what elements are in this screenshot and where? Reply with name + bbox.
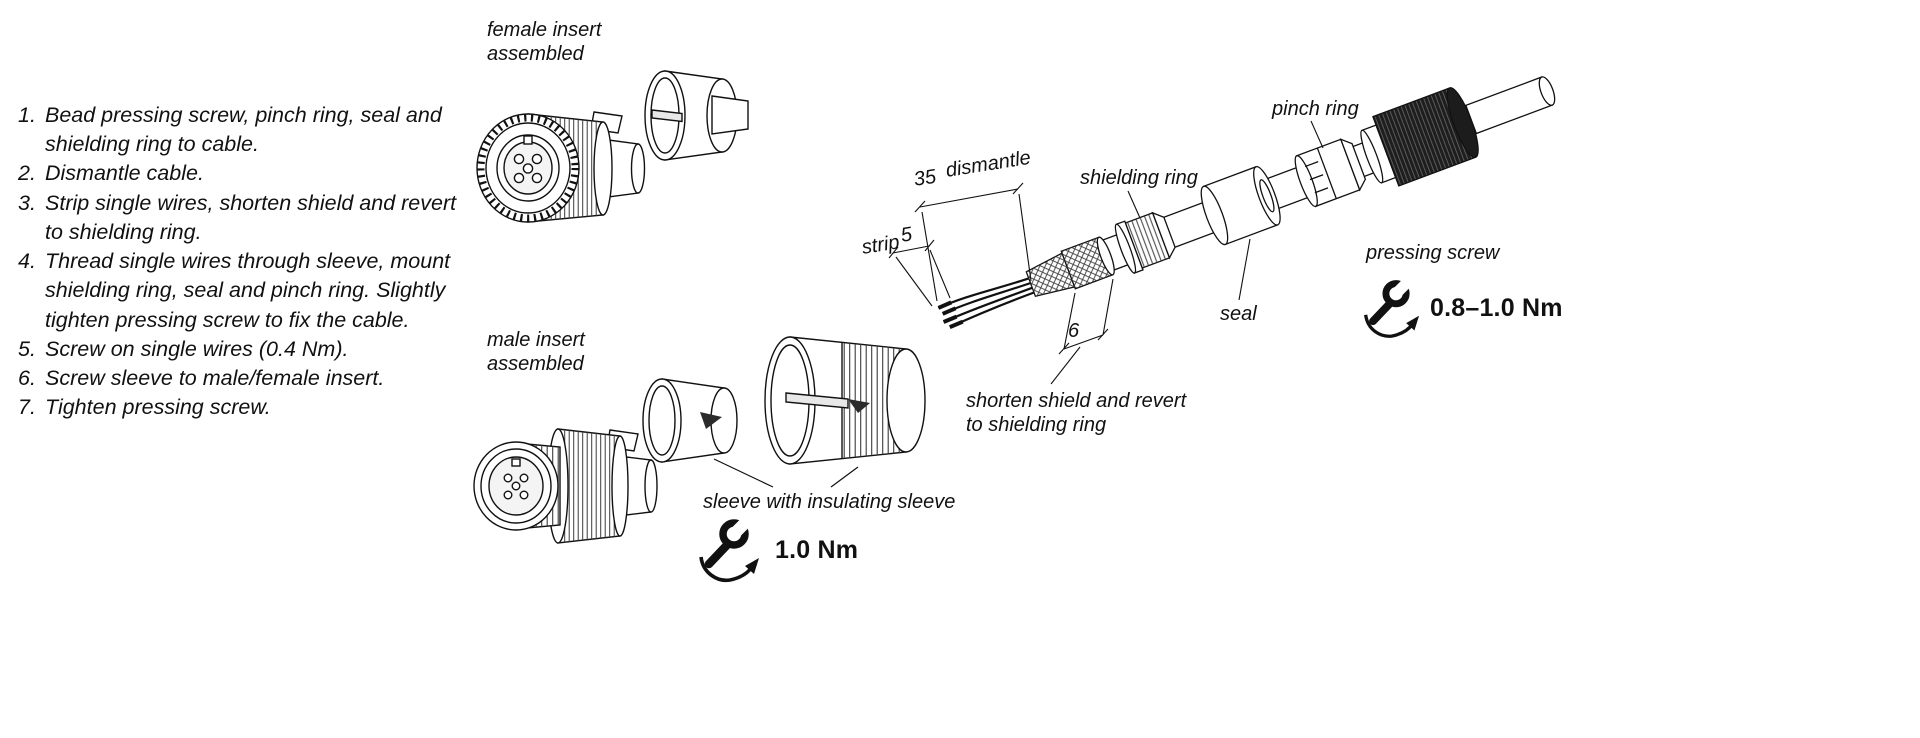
label-leader-lines — [1127, 120, 1324, 301]
step-number: 7. — [18, 395, 36, 420]
label-sleeve: sleeve with insulating sleeve — [703, 491, 956, 513]
label-dismantle-value: 35 — [912, 165, 938, 191]
shielding-ring-drawing — [1114, 211, 1176, 274]
cap-sleeve-drawing — [644, 70, 749, 161]
instruction-step: 4. Thread single wires through sleeve, m… — [18, 247, 462, 335]
seal-drawing — [1200, 165, 1281, 246]
small-sleeve-drawing — [642, 378, 738, 463]
step-number: 4. — [18, 249, 36, 274]
step-text: Screw sleeve to male/female insert. — [45, 366, 385, 391]
instruction-step: 1. Bead pressing screw, pinch ring, seal… — [18, 101, 462, 159]
step-text: Screw on single wires (0.4 Nm). — [45, 336, 349, 361]
female-insert-drawing — [476, 111, 646, 223]
sleeve-leader-lines — [713, 458, 859, 488]
label-seal: seal — [1220, 303, 1257, 325]
label-shielding-ring: shielding ring — [1080, 167, 1198, 189]
cable-assembly-drawing — [937, 76, 1556, 329]
male-insert-drawing — [473, 428, 658, 544]
torque-value-pressing: 0.8–1.0 Nm — [1430, 294, 1563, 322]
step-number: 6. — [18, 366, 36, 391]
large-sleeve-drawing — [764, 336, 926, 465]
label-shield-value: 6 — [1068, 320, 1080, 342]
pinch-ring-drawing — [1294, 138, 1367, 208]
step-text: Dismantle cable. — [45, 161, 204, 186]
step-number: 1. — [18, 103, 36, 127]
instruction-step: 2. Dismantle cable. — [18, 159, 462, 188]
step-text: Thread single wires through sleeve, moun… — [45, 249, 451, 332]
torque-value-sleeve: 1.0 Nm — [775, 536, 859, 564]
label-pinch-ring: pinch ring — [1272, 98, 1359, 120]
step-number: 3. — [18, 190, 36, 215]
dimension-strip — [888, 239, 951, 307]
step-text: Strip single wires, shorten shield and r… — [45, 190, 457, 244]
step-text: Tighten pressing screw. — [45, 395, 271, 420]
wire-tips — [937, 300, 964, 329]
label-female-insert: female insert assembled — [487, 19, 602, 66]
stripped-wires — [937, 277, 1036, 329]
instruction-step: 7. Tighten pressing screw. — [18, 393, 462, 422]
instruction-step: 3. Strip single wires, shorten shield an… — [18, 189, 462, 247]
instruction-step: 6. Screw sleeve to male/female insert. — [18, 364, 462, 393]
torque-wrench-icon-pressing — [1366, 278, 1419, 336]
instruction-step: 5. Screw on single wires (0.4 Nm). — [18, 335, 462, 364]
dimension-shield — [1050, 278, 1114, 385]
label-pressing-screw: pressing screw — [1366, 242, 1500, 264]
torque-wrench-icon-sleeve — [701, 517, 759, 580]
cap-slot — [711, 95, 749, 135]
dimension-dismantle — [914, 182, 1032, 302]
pressing-screw-drawing — [1360, 87, 1479, 187]
label-male-insert: male insert assembled — [487, 329, 585, 376]
step-text: Bead pressing screw, pinch ring, seal an… — [45, 103, 442, 157]
label-shorten-shield: shorten shield and revert to shielding r… — [966, 390, 1187, 437]
step-number: 5. — [18, 336, 36, 361]
instruction-list: 1. Bead pressing screw, pinch ring, seal… — [18, 101, 462, 423]
step-number: 2. — [18, 161, 36, 186]
cable-tail-drawing — [1465, 76, 1556, 135]
